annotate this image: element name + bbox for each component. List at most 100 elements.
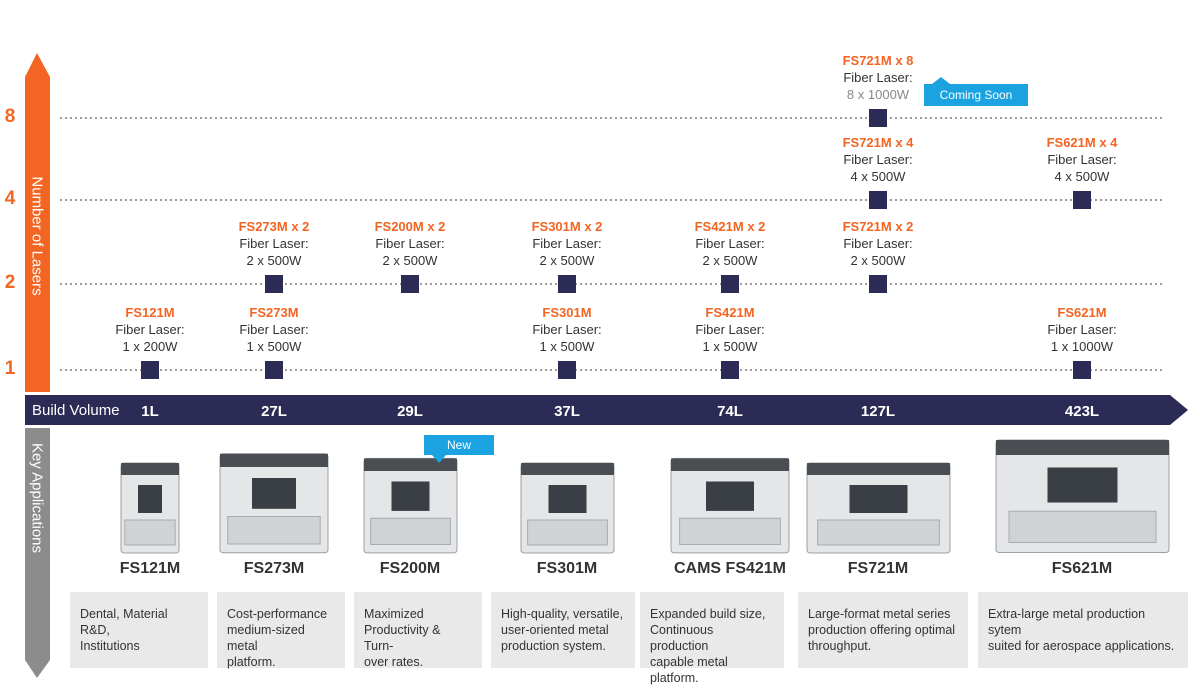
x-tick-label: 74L [717,403,743,420]
laser-type: Fiber Laser: [843,236,913,251]
model-name: FS621M x 4 [1046,135,1118,150]
description-line: Productivity & Turn- [364,623,441,653]
laser-power: 1 x 500W [539,339,595,354]
model-name: FS421M [705,305,755,320]
product-name: FS273M [243,560,305,577]
model-name: FS301M x 2 [531,219,603,234]
description-line: Expanded build size, [650,607,766,621]
laser-power: 2 x 500W [539,253,595,268]
machine-image [670,450,790,555]
description-line: Maximized [364,607,424,621]
data-point-marker [265,275,283,293]
laser-power: 8 x 1000W [846,87,910,102]
laser-power: 2 x 500W [246,253,302,268]
description-line: Extra-large metal production sytem [988,607,1146,637]
application-description: High-quality, versatile, user-oriented me… [491,592,635,668]
data-point-marker [1073,361,1091,379]
data-point-marker [869,191,887,209]
data-point-marker [869,275,887,293]
description-line: High-quality, versatile, [501,607,624,621]
data-point-label: FS273M x 2 Fiber Laser: 2 x 500W [199,218,349,269]
description-line: user-oriented metal [501,623,609,637]
model-name: FS301M [542,305,592,320]
model-name: FS121M [125,305,175,320]
product-name: CAMS FS421M [673,560,787,577]
laser-power: 2 x 500W [382,253,438,268]
data-point-marker [558,361,576,379]
laser-type: Fiber Laser: [1047,322,1117,337]
laser-power: 2 x 500W [850,253,906,268]
product-name: FS301M [536,560,598,577]
laser-type: Fiber Laser: [695,236,765,251]
description-line: R&D, [80,623,110,637]
x-tick-label: 1L [141,403,159,420]
laser-power: 4 x 500W [850,169,906,184]
application-text: High-quality, versatile, user-oriented me… [491,592,635,654]
model-name: FS721M x 8 [842,53,914,68]
product-name: FS621M [1051,560,1113,577]
laser-type: Fiber Laser: [375,236,445,251]
description-line: Institutions [80,639,140,653]
laser-power: 1 x 500W [702,339,758,354]
y-tick-label: 1 [4,358,16,379]
x-axis-title: Build Volume [32,402,120,419]
model-name: FS200M x 2 [374,219,446,234]
description-line: medium-sized metal [227,623,305,653]
key-app-arrow [25,428,50,678]
description-line: capable metal platform. [650,655,728,685]
model-name: FS421M x 2 [694,219,766,234]
x-tick-label: 37L [554,403,580,420]
product-name: FS121M [119,560,181,577]
description-line: production offering optimal [808,623,956,637]
x-tick-label: 29L [397,403,423,420]
laser-type: Fiber Laser: [532,236,602,251]
data-point-label: FS721M x 4 Fiber Laser: 4 x 500W [803,134,953,185]
data-point-label: FS301M x 2 Fiber Laser: 2 x 500W [492,218,642,269]
y-tick-label: 8 [4,106,16,127]
model-name: FS273M [249,305,299,320]
x-tick-label: 27L [261,403,287,420]
laser-type: Fiber Laser: [239,236,309,251]
laser-power: 2 x 500W [702,253,758,268]
product-name: FS200M [379,560,441,577]
coming-soon-badge: Coming Soon [924,84,1028,106]
y-axis-title: Number of Lasers [28,176,46,296]
y-axis-arrow [25,53,50,392]
data-point-marker [141,361,159,379]
model-name: FS273M x 2 [238,219,310,234]
laser-type: Fiber Laser: [843,70,913,85]
coming-soon-badge-pointer [932,77,950,84]
y-tick-label: 2 [4,272,16,293]
laser-power: 1 x 200W [122,339,178,354]
laser-power: 1 x 1000W [1050,339,1114,354]
laser-power: 4 x 500W [1054,169,1110,184]
laser-type: Fiber Laser: [239,322,309,337]
data-point-label: FS421M x 2 Fiber Laser: 2 x 500W [655,218,805,269]
laser-type: Fiber Laser: [843,152,913,167]
machine-image [219,445,329,555]
description-line: production system. [501,639,606,653]
machine-image [520,455,615,555]
data-point-label: FS200M x 2 Fiber Laser: 2 x 500W [335,218,485,269]
description-line: Continuous production [650,623,714,653]
machine-image [363,450,458,555]
description-line: Cost-performance [227,607,328,621]
model-name: FS721M x 4 [842,135,914,150]
data-point-marker [721,361,739,379]
description-line: over rates. [364,655,424,669]
